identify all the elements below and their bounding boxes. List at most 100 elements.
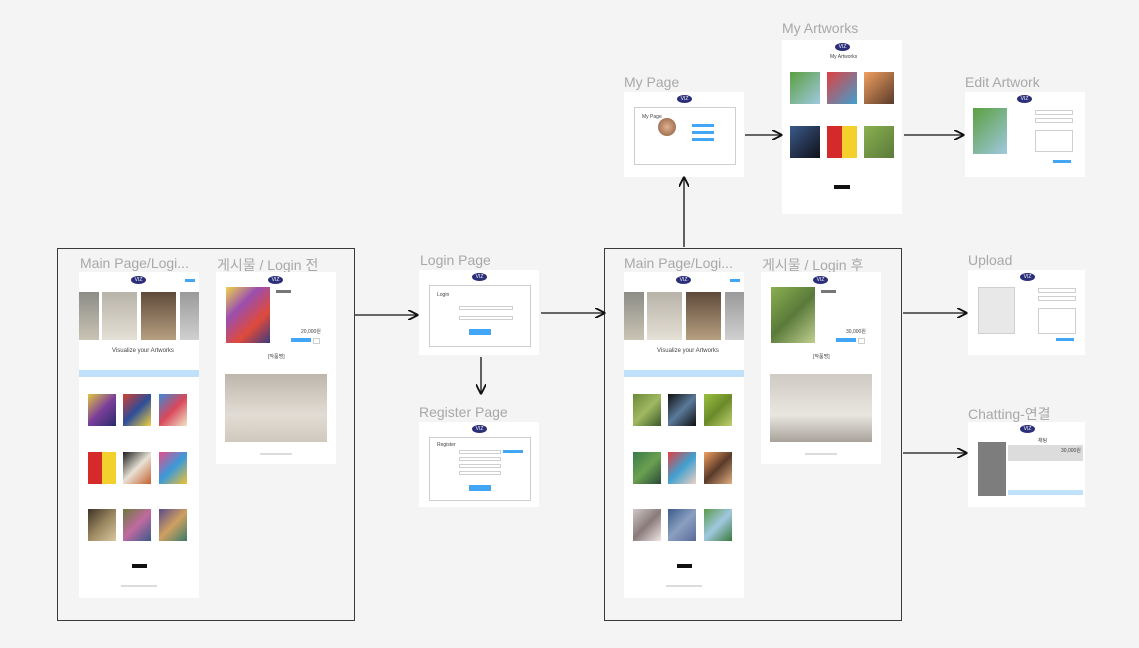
artwork-thumb-8[interactable]: [123, 509, 151, 541]
gallery-image-2: [647, 292, 682, 340]
login-submit-button[interactable]: [469, 329, 491, 335]
login-frame[interactable]: VIZ Login: [419, 270, 539, 355]
mypage-button-2[interactable]: [692, 131, 714, 134]
register-input-3[interactable]: [459, 464, 501, 468]
id-input[interactable]: [459, 306, 513, 310]
artwork-thumb-1[interactable]: [633, 394, 661, 426]
artwork-thumb-7[interactable]: [88, 509, 116, 541]
artwork-thumb-4[interactable]: [633, 452, 661, 484]
register-input-4[interactable]: [459, 471, 501, 475]
like-button[interactable]: [313, 338, 320, 344]
register-submit-button[interactable]: [469, 485, 491, 491]
price: 30,000원: [846, 329, 866, 335]
artwork-thumb-6[interactable]: [159, 452, 187, 484]
edit-artwork-frame[interactable]: VIZ: [965, 92, 1085, 177]
upload-frame[interactable]: VIZ: [968, 270, 1085, 355]
chatting-frame[interactable]: VIZ 채팅 30,000원: [968, 422, 1085, 507]
chat-price: 30,000원: [1061, 448, 1081, 454]
artwork-thumb-5[interactable]: [668, 452, 696, 484]
gallery-image-2: [102, 292, 137, 340]
chat-product: [1008, 445, 1083, 461]
artwork-thumb-1[interactable]: [88, 394, 116, 426]
frame-label-login: Login Page: [420, 252, 491, 268]
register-input-1[interactable]: [459, 450, 501, 454]
register-frame[interactable]: VIZ Register: [419, 422, 539, 507]
artwork-thumb-2[interactable]: [668, 394, 696, 426]
artwork-thumb-2[interactable]: [123, 394, 151, 426]
logo: VIZ: [677, 95, 692, 103]
before-login-group: [57, 248, 355, 621]
artwork-thumb-7[interactable]: [633, 509, 661, 541]
artwork-thumb-3[interactable]: [704, 394, 732, 426]
gallery-image-3: [686, 292, 721, 340]
artwork-thumb-9[interactable]: [704, 509, 732, 541]
register-input-2[interactable]: [459, 457, 501, 461]
mypage-card: [634, 107, 736, 165]
image-placeholder[interactable]: [978, 287, 1015, 334]
upload-field-1[interactable]: [1038, 288, 1076, 293]
post-before-frame[interactable]: VIZ 20,000원 [작품명]: [216, 272, 336, 464]
mypage-frame[interactable]: VIZ My Page: [624, 92, 744, 177]
my-artwork-2[interactable]: [827, 72, 857, 104]
upload-button[interactable]: [1056, 338, 1074, 341]
login-button[interactable]: [185, 279, 195, 282]
chat-button[interactable]: [291, 338, 311, 342]
artwork-name: [821, 290, 836, 293]
my-artwork-1[interactable]: [790, 72, 820, 104]
more-button[interactable]: [834, 185, 850, 189]
artwork-name: [276, 290, 291, 293]
logo: VIZ: [1020, 273, 1035, 281]
frame-label-post-after: 게시물 / Login 후: [762, 257, 864, 273]
hero-text: Visualize your Artworks: [657, 348, 719, 354]
main-page-after-frame[interactable]: VIZ Visualize your Artworks: [624, 272, 744, 598]
title-tag: [작품명]: [813, 354, 830, 360]
frame-label-main-after: Main Page/Logi...: [624, 255, 733, 271]
logo: VIZ: [1020, 425, 1035, 433]
artwork-thumb-6[interactable]: [704, 452, 732, 484]
more-button[interactable]: [677, 564, 692, 568]
room-preview: [770, 374, 872, 442]
artwork-thumb-8[interactable]: [668, 509, 696, 541]
gallery-image-1: [79, 292, 99, 340]
myartworks-heading: My Artworks: [830, 54, 858, 60]
my-artwork-6[interactable]: [864, 126, 894, 158]
main-page-before-frame[interactable]: VIZ Visualize your Artworks: [79, 272, 199, 598]
mypage-button-1[interactable]: [692, 124, 714, 127]
edit-field-2[interactable]: [1035, 118, 1073, 123]
profile-button[interactable]: [730, 279, 740, 282]
logo: VIZ: [472, 273, 487, 281]
edit-description[interactable]: [1035, 130, 1073, 152]
more-button[interactable]: [132, 564, 147, 568]
footer-links: [121, 585, 157, 587]
my-artwork-3[interactable]: [864, 72, 894, 104]
frame-label-main-before: Main Page/Logi...: [80, 255, 189, 271]
chat-message-input[interactable]: [1008, 490, 1083, 495]
upload-field-2[interactable]: [1038, 296, 1076, 301]
chat-list[interactable]: [978, 442, 1006, 496]
post-after-frame[interactable]: VIZ 30,000원 [작품명]: [761, 272, 881, 464]
check-button[interactable]: [503, 450, 523, 453]
password-input[interactable]: [459, 316, 513, 320]
my-artwork-4[interactable]: [790, 126, 820, 158]
artwork-thumb-4[interactable]: [88, 452, 116, 484]
after-login-group: [604, 248, 902, 621]
frame-label-register: Register Page: [419, 404, 508, 420]
artwork-thumb-9[interactable]: [159, 509, 187, 541]
logo: VIZ: [131, 276, 146, 284]
like-button[interactable]: [858, 338, 865, 344]
hero-text: Visualize your Artworks: [112, 348, 174, 354]
my-artwork-5[interactable]: [827, 126, 857, 158]
upload-description[interactable]: [1038, 308, 1076, 334]
logo: VIZ: [813, 276, 828, 284]
myartworks-frame[interactable]: VIZ My Artworks: [782, 40, 902, 214]
artwork-thumb-3[interactable]: [159, 394, 187, 426]
frame-label-edit: Edit Artwork: [965, 74, 1040, 90]
edit-field-1[interactable]: [1035, 110, 1073, 115]
frame-label-chatting: Chatting-연결: [968, 406, 1051, 422]
chat-button[interactable]: [836, 338, 856, 342]
logo: VIZ: [472, 425, 487, 433]
save-button[interactable]: [1053, 160, 1071, 163]
mypage-button-3[interactable]: [692, 138, 714, 141]
artwork-thumb-5[interactable]: [123, 452, 151, 484]
